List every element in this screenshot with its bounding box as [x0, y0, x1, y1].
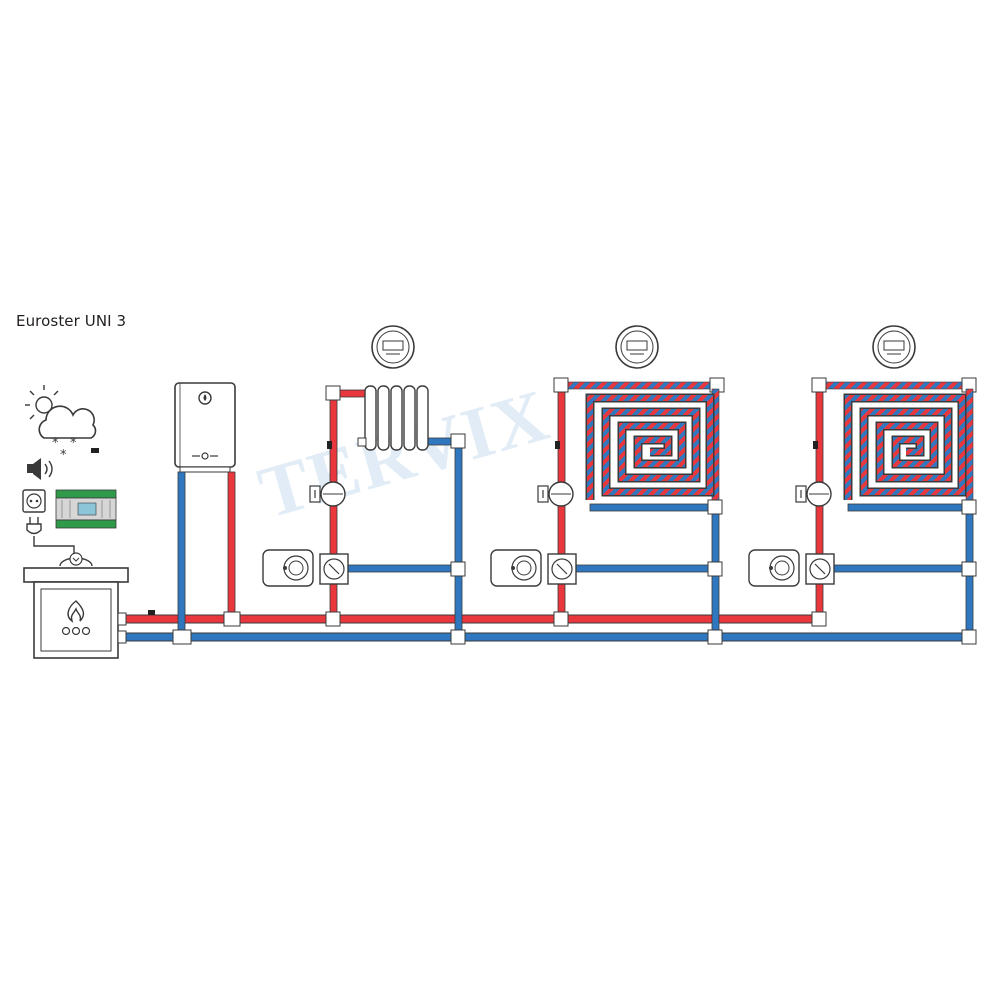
floor-heating-coil-2 [843, 393, 967, 500]
valve-actuator-1 [262, 549, 314, 587]
circulation-pump-3 [795, 481, 832, 507]
floor-heating-coil-1 [585, 393, 715, 500]
radiator [357, 385, 429, 451]
svg-text:*: * [70, 436, 77, 451]
water-heater [174, 382, 236, 473]
radiator-circuit [262, 325, 466, 645]
power-socket-icon [22, 489, 46, 513]
power-plug-icon [26, 517, 75, 554]
diagram-title: Euroster UNI 3 [16, 312, 127, 330]
mixing-valve-3 [805, 553, 835, 585]
controller-module-icon [55, 489, 117, 529]
svg-text:*: * [52, 436, 59, 451]
speaker-alarm-icon [27, 458, 53, 480]
room-thermostat-2 [615, 325, 659, 369]
valve-actuator-2 [490, 549, 542, 587]
circulation-pump-1 [309, 481, 346, 507]
fire-icon [61, 600, 91, 636]
svg-text:*: * [60, 448, 67, 463]
circulation-pump-2 [537, 481, 574, 507]
mixing-valve-2 [547, 553, 577, 585]
boiler [23, 552, 155, 659]
boiler-sensor-icon [69, 552, 83, 566]
main-return-pipe [121, 632, 975, 642]
valve-actuator-3 [748, 549, 800, 587]
floor-heating-circuit-2 [748, 325, 977, 645]
room-thermostat-1 [371, 325, 415, 369]
floor-heating-circuit-1 [490, 325, 725, 645]
weather-sun-snow-icon: * * * [25, 385, 99, 463]
room-thermostat-3 [872, 325, 916, 369]
mixing-valve-1 [319, 553, 349, 585]
